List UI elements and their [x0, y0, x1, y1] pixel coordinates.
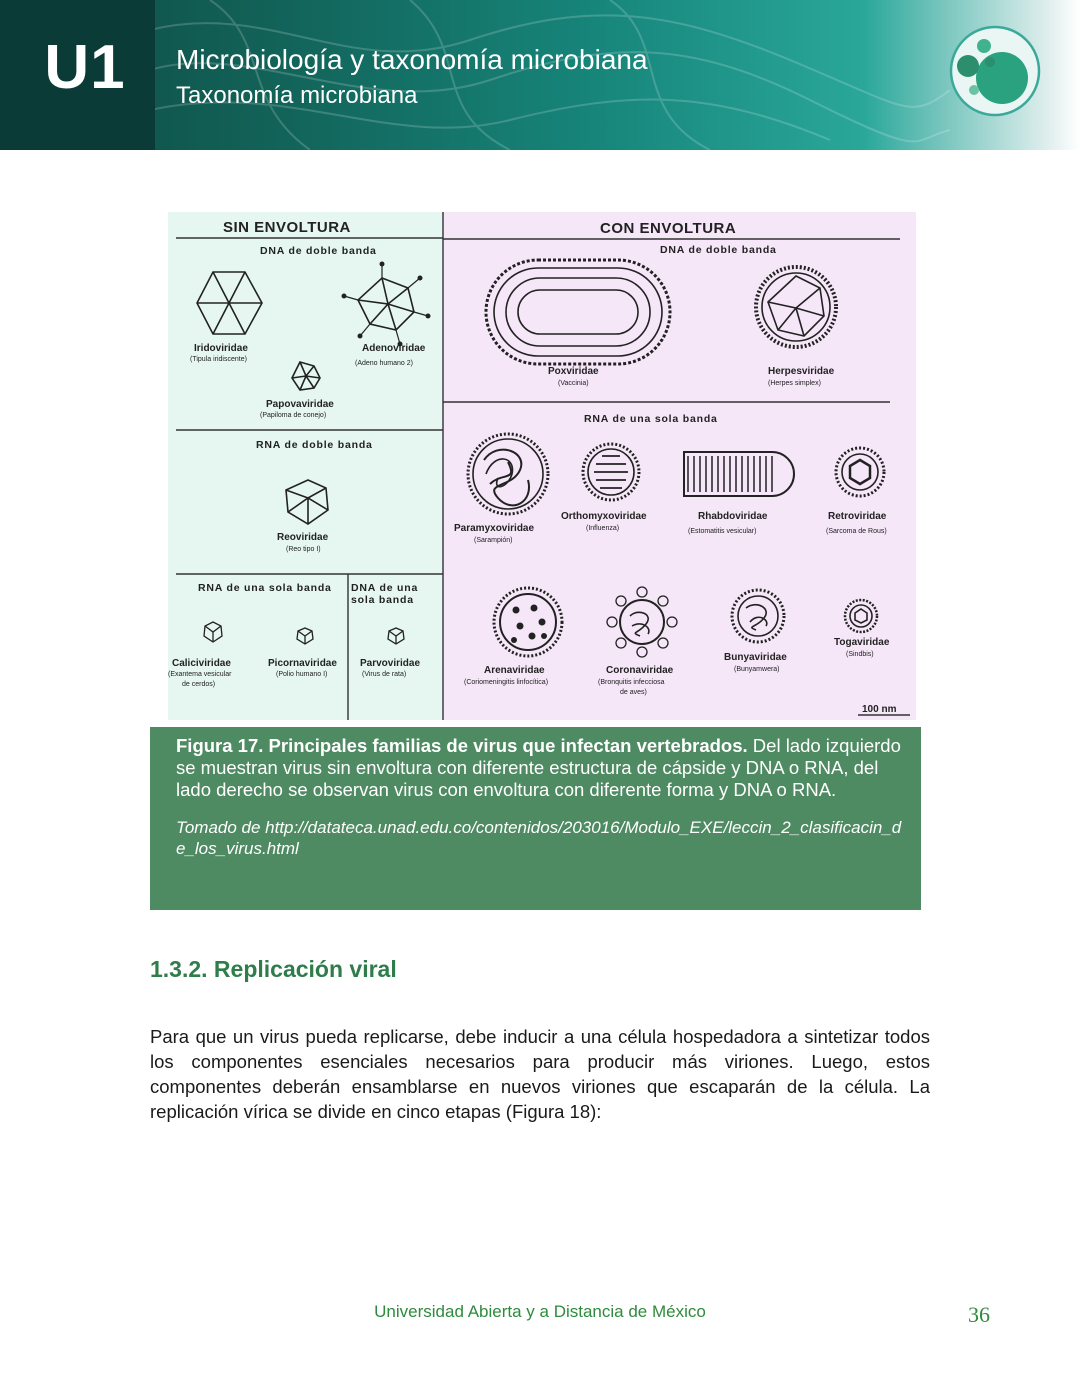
right-panel-title: CON ENVOLTURA: [600, 220, 736, 237]
caption-title: Figura 17. Principales familias de virus…: [176, 735, 748, 756]
bunyavirus-drawing: [730, 588, 786, 644]
family-example: de aves): [620, 689, 647, 696]
section-heading: 1.3.2. Replicación viral: [150, 956, 397, 982]
family-example: (Bunyamwera): [734, 666, 780, 673]
virus-diagram: SIN ENVOLTURA CON ENVOLTURA DNA de doble…: [168, 212, 916, 720]
scale-label: 100 nm: [862, 704, 897, 715]
caption-source: Tomado de http://datateca.unad.edu.co/co…: [176, 818, 902, 858]
family-name: Retroviridae: [828, 511, 887, 522]
family-name: Reoviridae: [277, 532, 329, 543]
family-example: (Bronquitis infecciosa: [598, 679, 665, 686]
orthomyxovirus-drawing: [581, 442, 641, 502]
virus-families-figure: SIN ENVOLTURA CON ENVOLTURA DNA de doble…: [168, 212, 916, 720]
parvovirus-drawing: [387, 627, 405, 645]
section-label: DNA de doble banda: [260, 245, 377, 257]
left-panel-title: SIN ENVOLTURA: [223, 219, 351, 236]
family-name: Arenaviridae: [484, 665, 545, 676]
family-example: (Estomatitis vesicular): [688, 528, 756, 535]
retrovirus-drawing: [834, 446, 886, 498]
family-name: Parvoviridae: [360, 658, 420, 669]
togavirus-drawing: [843, 598, 879, 634]
section-label: DNA de doble banda: [660, 244, 777, 256]
family-example: (Sindbis): [846, 651, 874, 658]
family-name: Picornaviridae: [268, 658, 337, 669]
coronavirus-drawing: [606, 586, 678, 658]
family-name: Bunyaviridae: [724, 652, 787, 663]
family-name: Iridoviridae: [194, 343, 248, 354]
header-subtitle: Taxonomía microbiana: [176, 82, 418, 109]
picornavirus-drawing: [296, 627, 314, 645]
rhabdovirus-drawing: [683, 451, 795, 497]
family-example: (Sarampión): [474, 537, 513, 544]
herpesvirus-drawing: [754, 265, 838, 349]
caption-text: Figura 17. Principales familias de virus…: [176, 735, 907, 801]
family-name: Togaviridae: [834, 637, 890, 648]
family-name: Paramyxoviridae: [454, 523, 534, 534]
figure-caption: Figura 17. Principales familias de virus…: [150, 727, 921, 910]
calicivirus-drawing: [203, 621, 223, 643]
adenovirus-drawing: [341, 261, 431, 347]
unit-label: U1: [44, 33, 126, 102]
family-name: Caliciviridae: [172, 658, 231, 669]
page-number: 36: [968, 1302, 990, 1327]
family-example: (Vaccinia): [558, 380, 589, 387]
page-header: U1 Microbiología y taxonomía microbiana …: [0, 0, 1080, 150]
reovirus-drawing: [285, 479, 329, 525]
family-example: (Coriomeningitis linfocítica): [464, 679, 548, 686]
unit-badge: U1: [0, 0, 155, 150]
family-example: (Papiloma de conejo): [260, 412, 326, 419]
molecule-logo-icon: [949, 25, 1041, 117]
family-example: (Influenza): [586, 525, 619, 532]
papovavirus-drawing: [291, 361, 321, 391]
body-paragraph: Para que un virus pueda replicarse, debe…: [150, 1026, 930, 1122]
family-example: (Adeno humano 2): [355, 360, 413, 367]
paramyxovirus-drawing: [466, 432, 550, 516]
arenavirus-drawing: [492, 586, 564, 658]
family-name: Orthomyxoviridae: [561, 511, 647, 522]
family-example: (Tipula iridiscente): [190, 356, 247, 363]
family-example: (Sarcoma de Rous): [826, 528, 887, 535]
family-example: de cerdos): [182, 681, 215, 688]
family-name: Papovaviridae: [266, 399, 334, 410]
section-label: RNA de una sola banda: [198, 582, 332, 594]
family-example: (Herpes simplex): [768, 380, 821, 387]
family-example: (Exantema vesicular: [168, 671, 232, 678]
header-title: Microbiología y taxonomía microbiana: [176, 44, 648, 75]
family-example: (Reo tipo I): [286, 546, 321, 553]
section-label: DNA de una: [351, 582, 418, 594]
section-label: RNA de doble banda: [256, 439, 373, 451]
section-label: RNA de una sola banda: [584, 413, 718, 425]
header-pattern: [150, 0, 950, 150]
family-name: Herpesviridae: [768, 366, 835, 377]
iridovirus-drawing: [196, 271, 263, 335]
footer-institution: Universidad Abierta y a Distancia de Méx…: [374, 1302, 706, 1321]
family-name: Poxviridae: [548, 366, 599, 377]
family-name: Rhabdoviridae: [698, 511, 768, 522]
section-label: sola banda: [351, 594, 414, 606]
poxvirus-drawing: [484, 258, 672, 366]
family-example: (Virus de rata): [362, 671, 406, 678]
family-example: (Polio humano I): [276, 671, 327, 678]
family-name: Coronaviridae: [606, 665, 674, 676]
caption-description: Del lado izquierdo se muestran virus sin…: [176, 735, 901, 800]
family-name: Adenoviridae: [362, 343, 426, 354]
